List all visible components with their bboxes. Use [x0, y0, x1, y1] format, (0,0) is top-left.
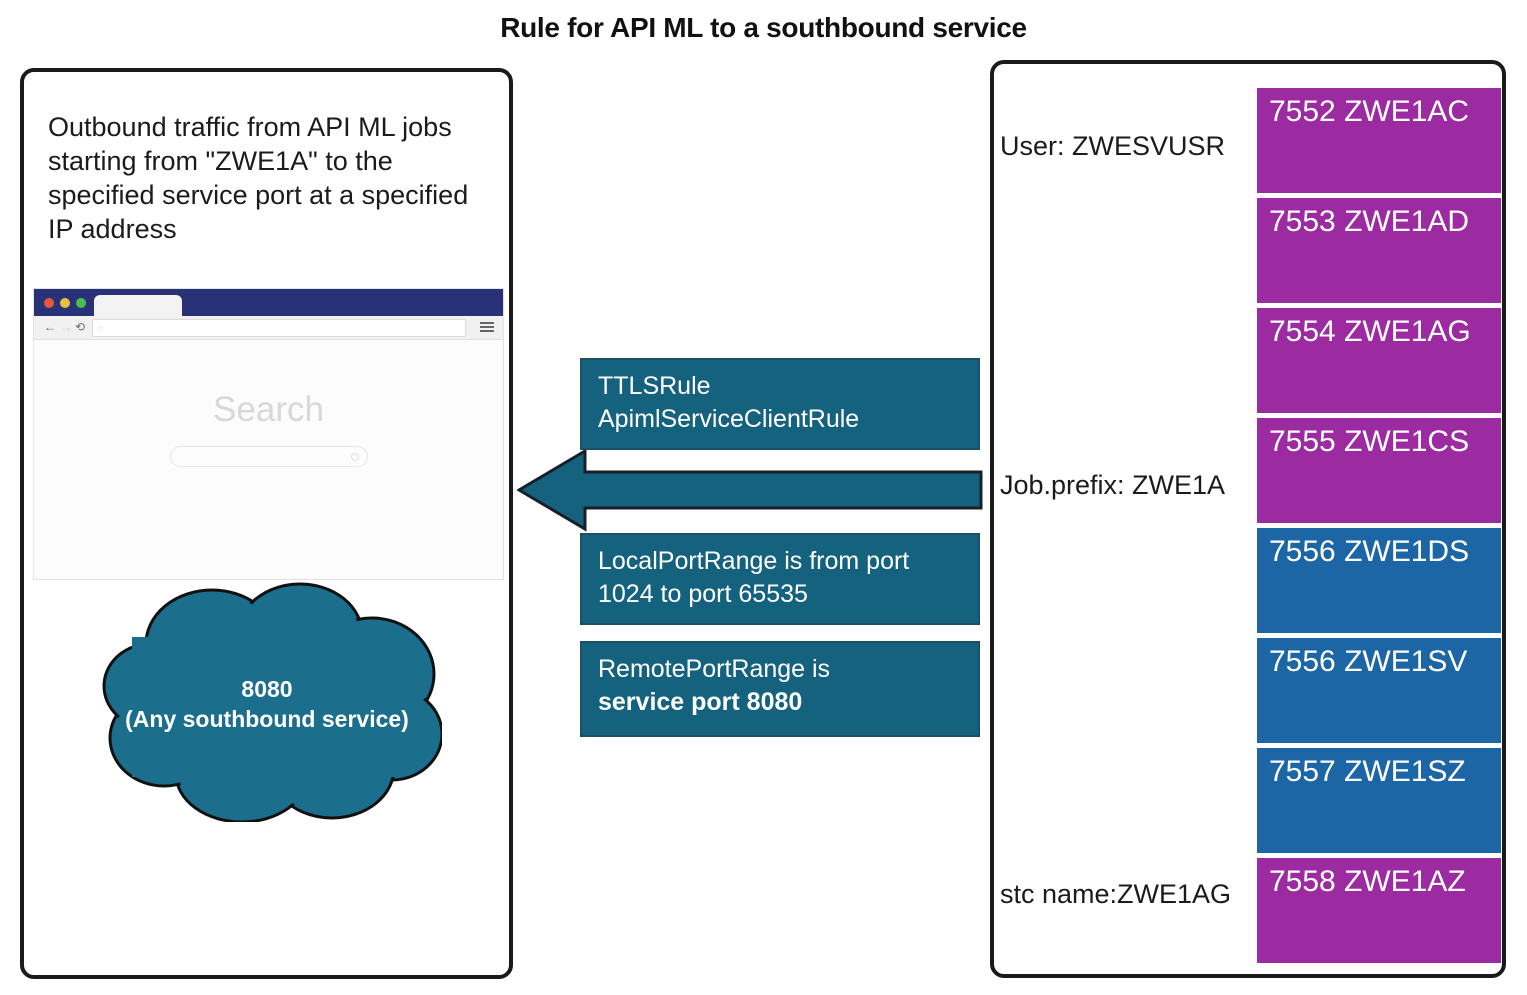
browser-mockup: ← → ⟲ ◌ Search	[33, 288, 504, 580]
reload-icon[interactable]: ⟲	[75, 320, 86, 334]
port-box: 7556 ZWE1DS	[1257, 528, 1501, 633]
rule-line-1: TTLSRule	[598, 372, 711, 400]
port-box: 7554 ZWE1AG	[1257, 308, 1501, 413]
address-bar-input[interactable]: ◌	[92, 319, 466, 337]
rule-line-2: service port 8080	[598, 688, 803, 716]
search-heading: Search	[213, 390, 324, 429]
back-arrow-icon[interactable]: ←	[44, 320, 56, 334]
port-box: 7555 ZWE1CS	[1257, 418, 1501, 523]
port-box: 7558 ZWE1AZ	[1257, 858, 1501, 963]
traffic-light-maximize-icon[interactable]	[76, 298, 86, 308]
label-job-prefix: Job.prefix: ZWE1A	[1000, 470, 1226, 500]
rule-line-2: 1024 to port 65535	[598, 580, 808, 608]
traffic-light-close-icon[interactable]	[44, 298, 54, 308]
address-bar-icon: ◌	[98, 323, 104, 333]
southbound-service-cloud: 8080 (Any southbound service)	[92, 582, 442, 822]
search-circle-icon	[350, 453, 359, 461]
rule-box-local-port-range: LocalPortRange is from port 1024 to port…	[580, 533, 980, 625]
traffic-light-minimize-icon[interactable]	[60, 298, 70, 308]
port-box: 7552 ZWE1AC	[1257, 88, 1501, 193]
browser-titlebar	[34, 289, 503, 316]
browser-content: Search	[34, 340, 503, 579]
search-input[interactable]	[169, 446, 368, 467]
port-box: 7553 ZWE1AD	[1257, 198, 1501, 303]
rule-line-2: ApimlServiceClientRule	[598, 405, 860, 433]
left-pointing-arrow-icon	[517, 445, 983, 535]
port-box: 7557 ZWE1SZ	[1257, 748, 1501, 853]
browser-tab[interactable]	[94, 295, 182, 316]
forward-arrow-icon[interactable]: →	[60, 320, 72, 334]
left-panel-description: Outbound traffic from API ML jobs starti…	[48, 112, 469, 244]
left-panel: Outbound traffic from API ML jobs starti…	[20, 68, 513, 979]
browser-tab-label	[94, 295, 182, 302]
label-user: User: ZWESVUSR	[1000, 131, 1226, 161]
rule-box-ttls: TTLSRule ApimlServiceClientRule	[580, 358, 980, 450]
hamburger-menu-icon[interactable]	[480, 322, 494, 332]
rule-box-remote-port-range: RemotePortRange is service port 8080	[580, 641, 980, 737]
rule-line-1: LocalPortRange is from port	[598, 547, 910, 575]
label-stc-name: stc name:ZWE1AG	[1000, 879, 1232, 909]
browser-toolbar: ← → ⟲ ◌	[34, 316, 503, 340]
port-box: 7556 ZWE1SV	[1257, 638, 1501, 743]
rule-line-1: RemotePortRange is	[598, 655, 831, 683]
page-title: Rule for API ML to a southbound service	[500, 12, 1027, 43]
